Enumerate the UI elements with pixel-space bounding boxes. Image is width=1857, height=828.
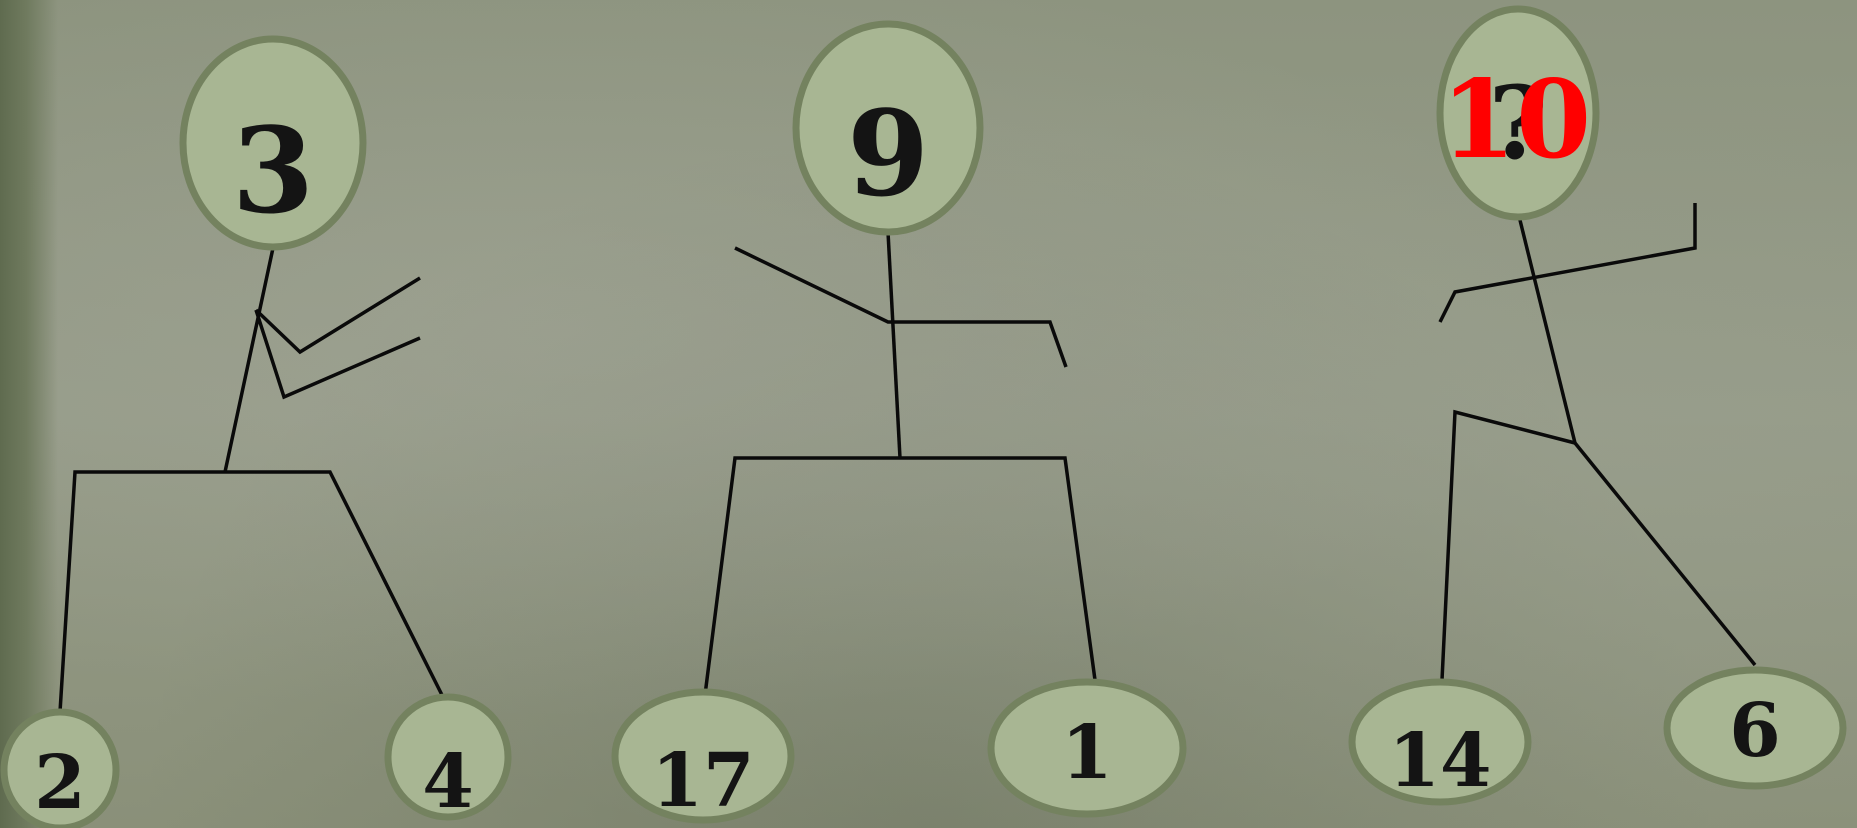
figure-1-lower-arm [256,310,420,397]
figure-1-upper-arm [256,278,420,352]
figure-3-arms [1440,203,1695,322]
stick-figure-3: ? 10 14 6 [1352,9,1843,804]
figure-3-right-foot-number: 6 [1729,688,1781,774]
figure-1-right-foot-number: 4 [422,739,474,825]
figure-2-head-number: 9 [847,84,929,223]
figure-3-body [1518,212,1575,443]
figure-2-left-foot-number: 17 [652,738,755,824]
figure-2-right-foot-number: 1 [1061,710,1113,796]
stick-figure-1: 3 2 4 [4,39,508,828]
figure-3-left-foot-number: 14 [1389,718,1492,804]
figure-2-body [888,232,900,458]
figure-1-head-number: 3 [232,101,314,240]
figure-3-back-leg [1442,412,1575,680]
figure-1-left-foot-number: 2 [34,740,86,826]
figure-3-front-leg [1575,443,1755,665]
figure-2-legs [705,458,1095,695]
figure-1-body [225,248,273,472]
stick-figure-2: 9 17 1 [615,24,1183,824]
figure-1-legs [60,472,442,712]
figure-3-answer: 10 [1441,57,1591,183]
figure-2-arms [735,248,1066,367]
